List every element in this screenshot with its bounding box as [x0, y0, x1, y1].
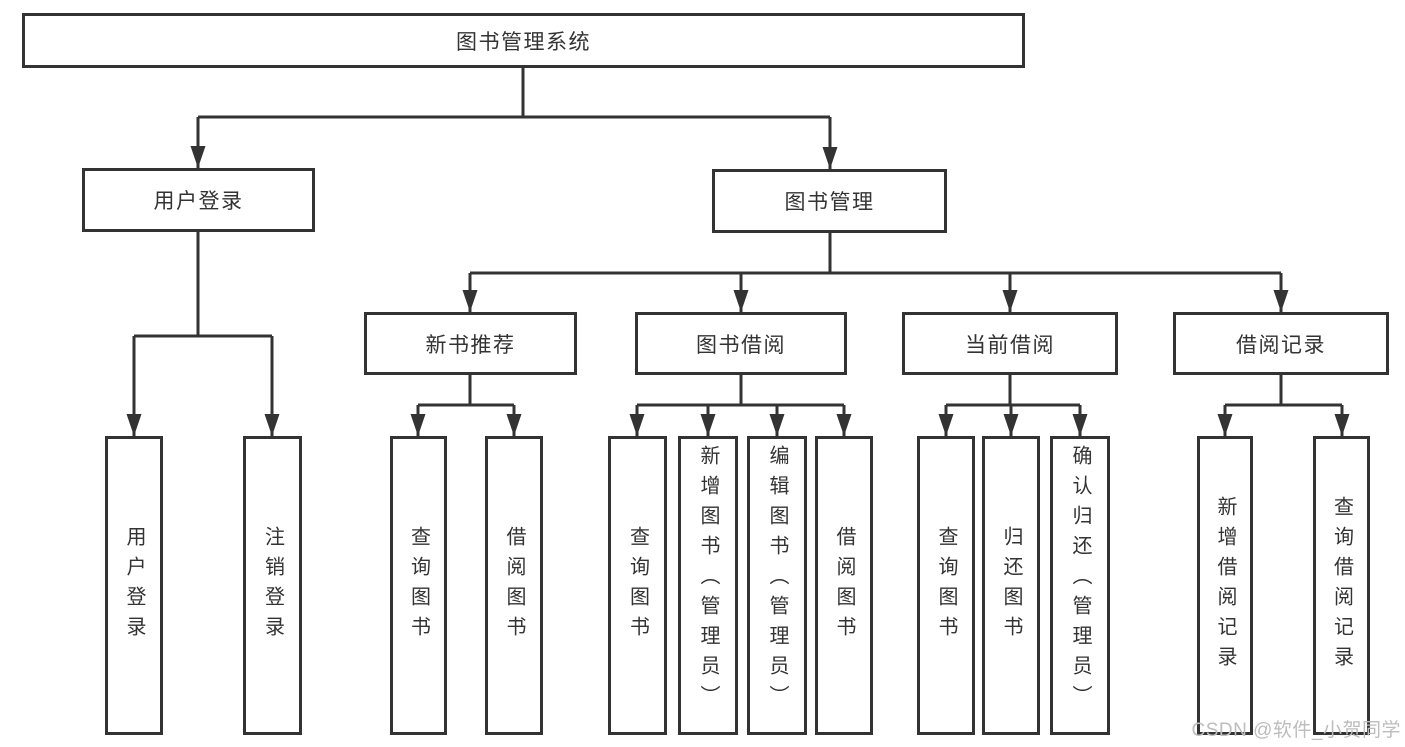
node-current-borrowing: 当前借阅: [902, 312, 1118, 375]
leaf-label: 注销登录: [261, 525, 284, 646]
leaf-label: 借阅图书: [503, 525, 525, 646]
leaf-label: 查询图书: [626, 525, 649, 646]
node-label: 新书推荐: [425, 333, 516, 357]
leaf-logout: 注销登录: [243, 436, 302, 735]
leaf-label: 借阅图书: [833, 525, 855, 646]
leaf-label: 查询图书: [407, 525, 430, 646]
leaf-borrow-books-recommend: 借阅图书: [485, 436, 543, 735]
leaf-query-books-borrow: 查询图书: [608, 436, 667, 735]
node-new-book-recommend: 新书推荐: [364, 312, 577, 375]
leaf-label: 归还图书: [1000, 525, 1022, 646]
leaf-label: 编辑图书（管理员）: [766, 445, 788, 715]
leaf-query-books-recommend: 查询图书: [390, 436, 447, 735]
leaf-return-books: 归还图书: [982, 436, 1040, 735]
node-borrowing-records: 借阅记录: [1173, 312, 1389, 375]
leaf-label: 查询图书: [935, 525, 957, 646]
leaf-label: 用户登录: [123, 525, 145, 646]
node-label: 借阅记录: [1236, 333, 1326, 357]
node-user-login: 用户登录: [82, 168, 315, 232]
node-label: 当前借阅: [965, 333, 1055, 357]
node-label: 用户登录: [153, 190, 244, 213]
leaf-edit-books-admin: 编辑图书（管理员）: [747, 436, 807, 735]
leaf-borrow-books: 借阅图书: [815, 436, 873, 735]
leaf-confirm-return-admin: 确认归还（管理员）: [1050, 436, 1110, 735]
node-label: 图书管理: [784, 191, 875, 214]
leaf-user-login: 用户登录: [105, 436, 163, 735]
node-book-management: 图书管理: [712, 169, 947, 233]
node-library-system: 图书管理系统: [22, 13, 1025, 68]
node-label: 图书管理系统: [456, 30, 591, 54]
wire-trunks: [134, 68, 1342, 407]
leaf-query-books-current: 查询图书: [917, 436, 975, 735]
node-book-borrowing: 图书借阅: [635, 312, 847, 375]
leaf-query-borrow-record: 查询借阅记录: [1313, 436, 1370, 735]
leaf-label: 确认归还（管理员）: [1069, 445, 1091, 715]
leaf-label: 新增图书（管理员）: [697, 445, 719, 715]
leaf-add-borrow-record: 新增借阅记录: [1197, 436, 1253, 735]
leaf-add-books-admin: 新增图书（管理员）: [678, 436, 738, 735]
watermark: CSDN @软件_小贺同学: [1191, 720, 1401, 741]
leaf-label: 新增借阅记录: [1214, 495, 1236, 676]
connector-group: [126, 68, 1350, 436]
node-label: 图书借阅: [696, 333, 786, 357]
leaf-label: 查询借阅记录: [1330, 495, 1353, 676]
